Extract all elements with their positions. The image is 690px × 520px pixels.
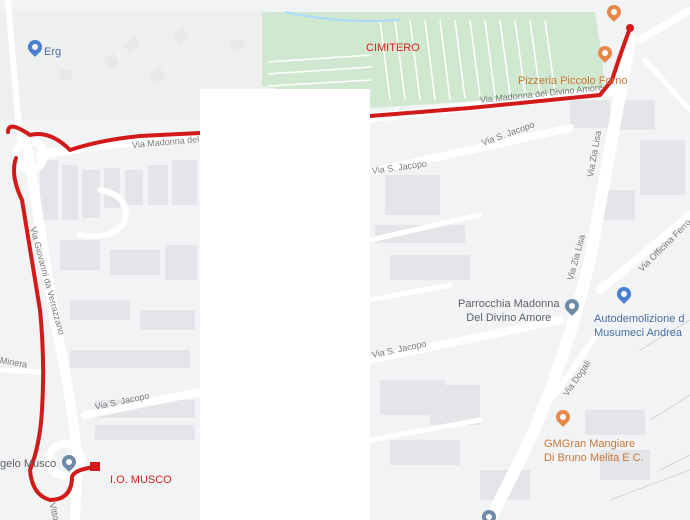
place-autodemolizione-line1: Autodemolizione d xyxy=(594,313,685,325)
route-end-marker xyxy=(626,24,634,32)
place-parrocchia-line2: Del Divino Amore xyxy=(466,312,552,324)
place-autodemolizione[interactable]: Autodemolizione d Musumeci Andrea xyxy=(594,312,685,340)
rural-parcels xyxy=(60,27,246,85)
place-pizzeria[interactable]: Pizzeria Piccolo Forno xyxy=(518,75,628,87)
cemetery-grid xyxy=(267,19,556,101)
water-line xyxy=(284,11,401,22)
redaction-block xyxy=(200,89,370,520)
cemetery-area xyxy=(262,12,605,108)
place-parrocchia-line1: Parrocchia Madonna xyxy=(458,298,560,310)
route-line xyxy=(6,26,632,502)
buildings xyxy=(40,100,685,500)
place-cimitero[interactable]: CIMITERO xyxy=(366,42,420,54)
place-erg[interactable]: Erg xyxy=(44,46,62,58)
place-gmgran[interactable]: GMGran Mangiare Di Bruno Melita E C. xyxy=(544,437,644,465)
place-autodemolizione-line2: Musumeci Andrea xyxy=(594,327,683,339)
route-start-marker xyxy=(90,462,100,471)
place-gmgran-line1: GMGran Mangiare xyxy=(544,438,636,450)
place-gmgran-line2: Di Bruno Melita E C. xyxy=(544,452,644,464)
place-io-musco[interactable]: I.O. MUSCO xyxy=(110,474,172,486)
place-parrocchia[interactable]: Parrocchia Madonna Del Divino Amore xyxy=(458,297,560,325)
railway xyxy=(609,319,690,501)
place-angelo-musco[interactable]: gelo Musco xyxy=(0,458,57,470)
